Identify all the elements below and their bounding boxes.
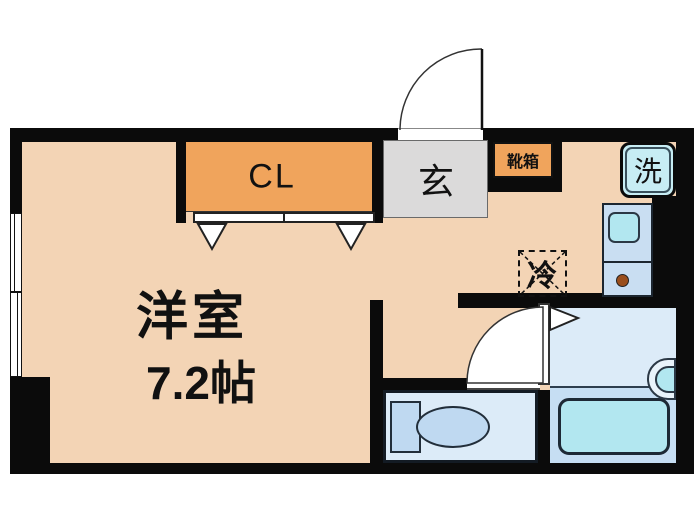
kitchen-counter-divider xyxy=(602,261,653,263)
kitchen-sink xyxy=(608,212,640,243)
closet-door-divider xyxy=(283,213,285,222)
window-track-upper xyxy=(14,214,15,292)
entrance-door-arc xyxy=(399,48,483,131)
toilet-bowl xyxy=(416,406,490,448)
washing-machine-label: 洗 xyxy=(633,156,663,187)
wall-room-divider-stub xyxy=(370,300,383,378)
window-sash-meeting xyxy=(10,291,22,293)
wall-kitchen-right xyxy=(652,196,676,308)
wall-genkan-left xyxy=(372,128,383,223)
wall-top-left xyxy=(10,128,398,142)
shoe-box xyxy=(493,142,553,178)
washing-machine-inner xyxy=(625,147,671,193)
wall-bottom xyxy=(10,463,694,474)
shoe-box-label: 靴箱 xyxy=(506,154,540,171)
refrigerator-space xyxy=(518,250,567,297)
refrigerator-label: 冷 xyxy=(527,260,557,293)
room-size-label: 7.2帖 xyxy=(146,357,256,409)
window xyxy=(10,213,22,377)
genkan-area xyxy=(383,140,488,218)
room-name-label: 洋室 xyxy=(135,288,249,347)
closet-label: CL xyxy=(248,157,296,196)
bathtub xyxy=(558,398,670,455)
wall-toilet-top xyxy=(383,378,467,390)
wall-toilet-left xyxy=(370,378,383,474)
wall-toilet-bath-divider xyxy=(538,390,550,463)
closet-area xyxy=(186,142,372,212)
wall-left-corner-block xyxy=(10,377,50,474)
stove-burner xyxy=(616,274,629,287)
toilet-door-threshold xyxy=(467,378,540,390)
wall-closet-left xyxy=(176,142,186,223)
washbasin-bowl xyxy=(655,366,676,393)
wall-left-upper xyxy=(10,128,22,213)
entrance-label: 玄 xyxy=(417,161,455,202)
bathroom-door-leaf xyxy=(538,303,550,385)
window-track-lower xyxy=(17,292,18,376)
